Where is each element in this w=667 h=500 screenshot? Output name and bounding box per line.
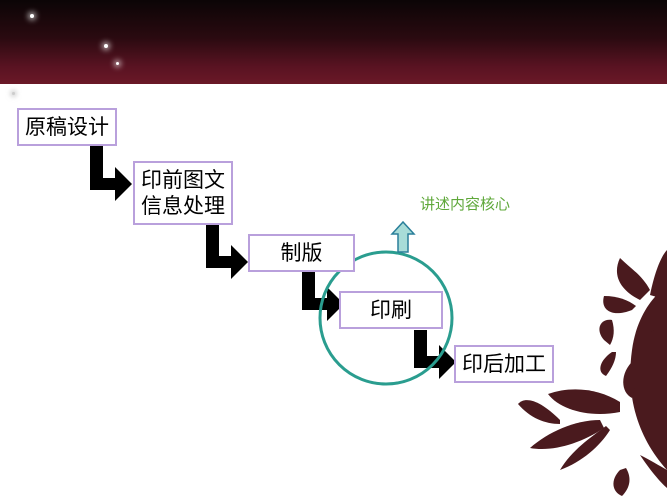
star-icon [30,14,34,18]
star-icon [104,44,108,48]
step-box-3: 制版 [248,234,355,272]
step-box-2: 印前图文 信息处理 [133,161,233,225]
star-icon [116,62,119,65]
step-label: 原稿设计 [25,115,109,139]
step-label: 信息处理 [141,194,225,218]
step-label: 印后加工 [462,352,546,376]
step-box-1: 原稿设计 [17,108,117,146]
step-label: 印刷 [370,298,412,322]
elbow-arrow-icon [206,224,248,279]
star-icon [12,92,15,95]
step-label: 印前图文 [141,168,225,192]
elbow-arrow-icon [302,272,344,321]
flower-decoration-icon [518,250,667,496]
highlight-circle [318,250,454,386]
step-box-5: 印后加工 [454,345,554,383]
elbow-arrow-icon [414,330,456,379]
elbow-arrow-icon [90,146,132,201]
up-arrow-icon [390,220,416,253]
step-box-4: 印刷 [339,291,443,329]
core-content-note: 讲述内容核心 [420,195,511,213]
step-label: 制版 [280,241,323,265]
header-banner [0,0,667,84]
